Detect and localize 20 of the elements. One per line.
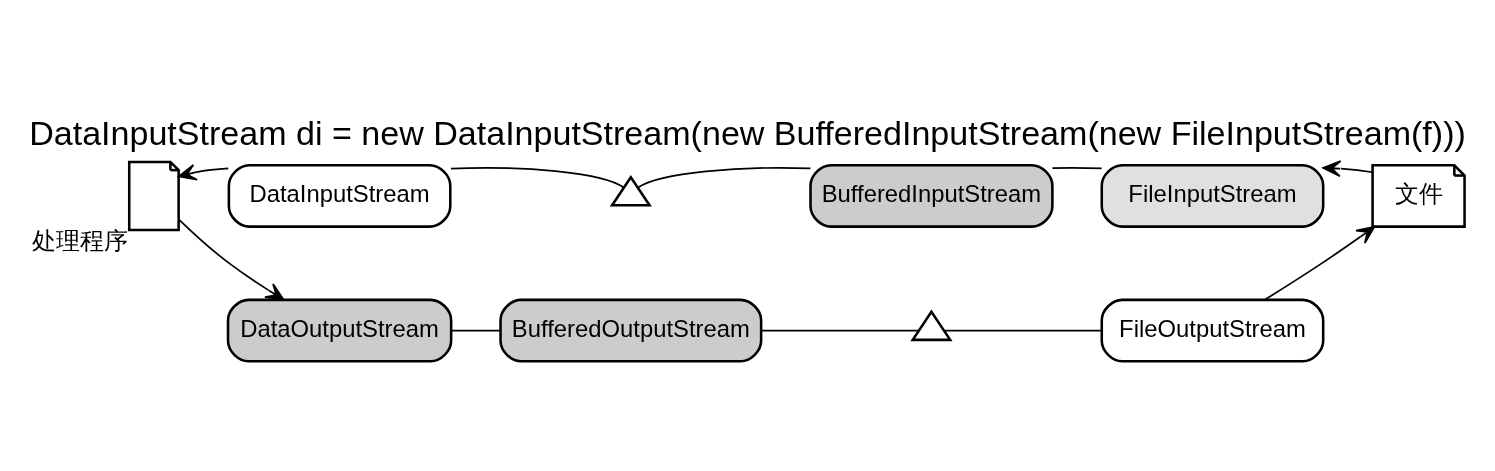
connector [943, 329, 1103, 331]
node-label: 处理程序 [31, 226, 128, 255]
arrow [1322, 159, 1374, 177]
node-valve [910, 309, 953, 341]
node-box: BufferedInputStream [809, 163, 1054, 228]
arrow [177, 163, 230, 181]
connector [450, 166, 625, 188]
connector [760, 329, 920, 331]
node-box: FileInputStream [1100, 163, 1325, 228]
node-box: DataInputStream [227, 163, 452, 228]
node-box: DataOutputStream [226, 298, 453, 362]
node-valve [609, 174, 652, 207]
arrow [1264, 225, 1376, 300]
connector [450, 329, 502, 331]
connector [1051, 166, 1103, 169]
node-box: FileOutputStream [1100, 298, 1325, 362]
diagram-title: DataInputStream di = new DataInputStream(new BufferedInputStream(new FileInputStream(f))) [29, 113, 1466, 152]
connector [637, 166, 812, 188]
node-box: BufferedOutputStream [499, 298, 763, 362]
arrow [177, 217, 285, 300]
